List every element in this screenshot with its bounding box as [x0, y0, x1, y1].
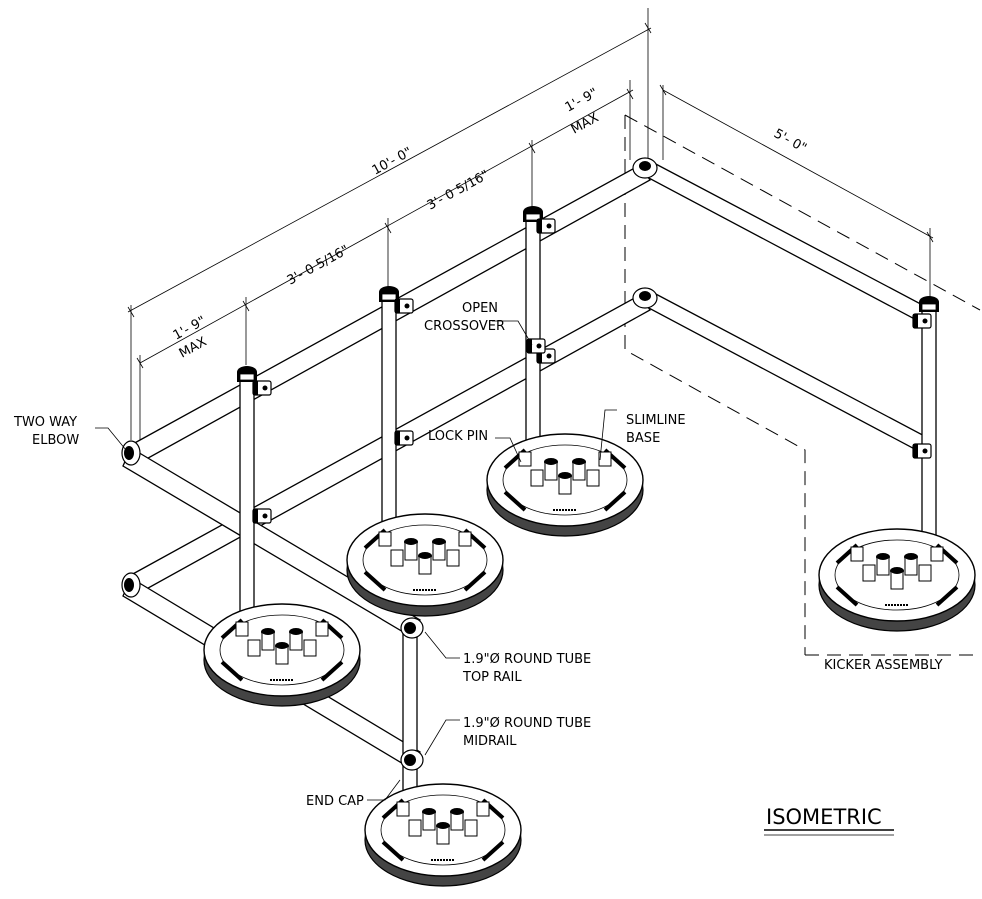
label-kicker-assembly: KICKER ASSEMBLY — [824, 658, 943, 673]
kicker-assembly-outline — [624, 114, 981, 656]
dim-return-length: 5'- 0" — [771, 126, 809, 156]
label-two-way-elbow-line2: ELBOW — [32, 433, 79, 448]
callout-labels: TWO WAY ELBOW OPEN CROSSOVER LOCK PIN SL… — [13, 301, 943, 809]
return-rails — [644, 161, 933, 455]
label-lock-pin: LOCK PIN — [428, 429, 488, 444]
label-slimline-base-line2: BASE — [626, 431, 660, 446]
label-open-crossover-line1: OPEN — [462, 301, 498, 316]
label-top-rail-line1: 1.9"Ø ROUND TUBE — [463, 652, 591, 667]
posts — [239, 214, 937, 851]
label-end-cap: END CAP — [306, 794, 364, 809]
dim-bay-spacing-left: 3'- 0 5/16" — [285, 243, 352, 289]
label-top-rail-line2: TOP RAIL — [462, 670, 522, 685]
post-caps — [236, 205, 940, 383]
label-midrail-line1: 1.9"Ø ROUND TUBE — [463, 716, 591, 731]
label-slimline-base-line1: SLIMLINE — [626, 413, 686, 428]
label-two-way-elbow-line1: TWO WAY — [13, 415, 77, 430]
dim-overall-length: 10'- 0" — [370, 145, 415, 179]
dimension-lines — [127, 8, 934, 440]
dim-end-overhang-right-max: MAX — [569, 110, 602, 137]
view-title-block: ISOMETRIC — [764, 805, 894, 836]
view-title: ISOMETRIC — [766, 805, 882, 829]
dim-bay-spacing-right: 3'- 0 5/16" — [425, 168, 492, 214]
label-midrail-line2: MIDRAIL — [463, 734, 517, 749]
label-open-crossover-line2: CROSSOVER — [424, 319, 505, 334]
callout-leaders — [95, 320, 617, 801]
elbows — [121, 157, 658, 771]
